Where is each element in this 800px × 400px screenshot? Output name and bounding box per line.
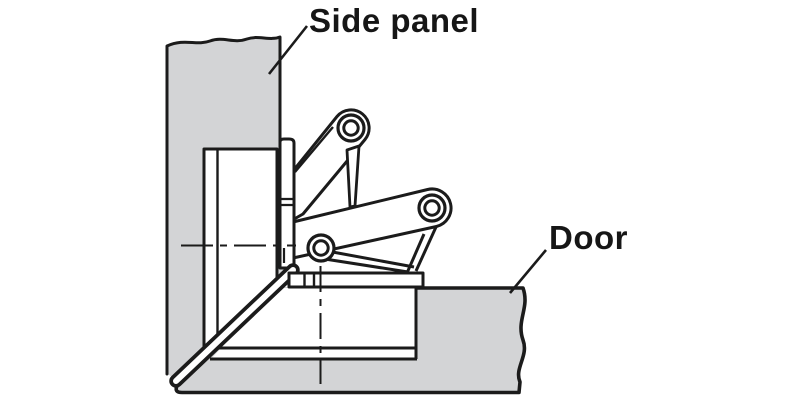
door-label: Door [549,219,628,256]
mitre-gap [169,263,300,388]
cup-flange [287,271,425,289]
arm-to-flange-link-outer [414,226,438,272]
mounting-plate [202,147,279,352]
door-leader-line [509,249,547,294]
door-outline [174,286,527,395]
side-panel-label: Side panel [309,2,479,39]
pivot-bottom-pin [312,239,330,257]
cup-lever-link-upper [326,249,415,269]
hinge-link-middle [345,144,361,209]
mount-strip-screw-slot [280,197,294,207]
mounting-plate-fill [204,149,277,352]
pivot-top [336,113,366,143]
mount-strip-body [278,137,296,270]
mounting-plate-outline [202,147,279,351]
pivot-right-pin [423,199,441,217]
middle-link-body [345,144,361,209]
annotations: Side panel Door [267,2,628,294]
pivot-bottom [306,233,336,263]
pivot-right [417,193,447,223]
side-panel-leader-line [267,25,309,75]
cup-flange-ticks [303,274,316,286]
upper-arm-fold-line [294,126,334,173]
mount-strip [278,137,296,270]
cup-flange-body [287,271,425,289]
pivot-top-pin [342,119,360,137]
centerlines [181,244,322,384]
mitre-gap-core [173,267,296,384]
side-panel-outline [165,35,282,376]
